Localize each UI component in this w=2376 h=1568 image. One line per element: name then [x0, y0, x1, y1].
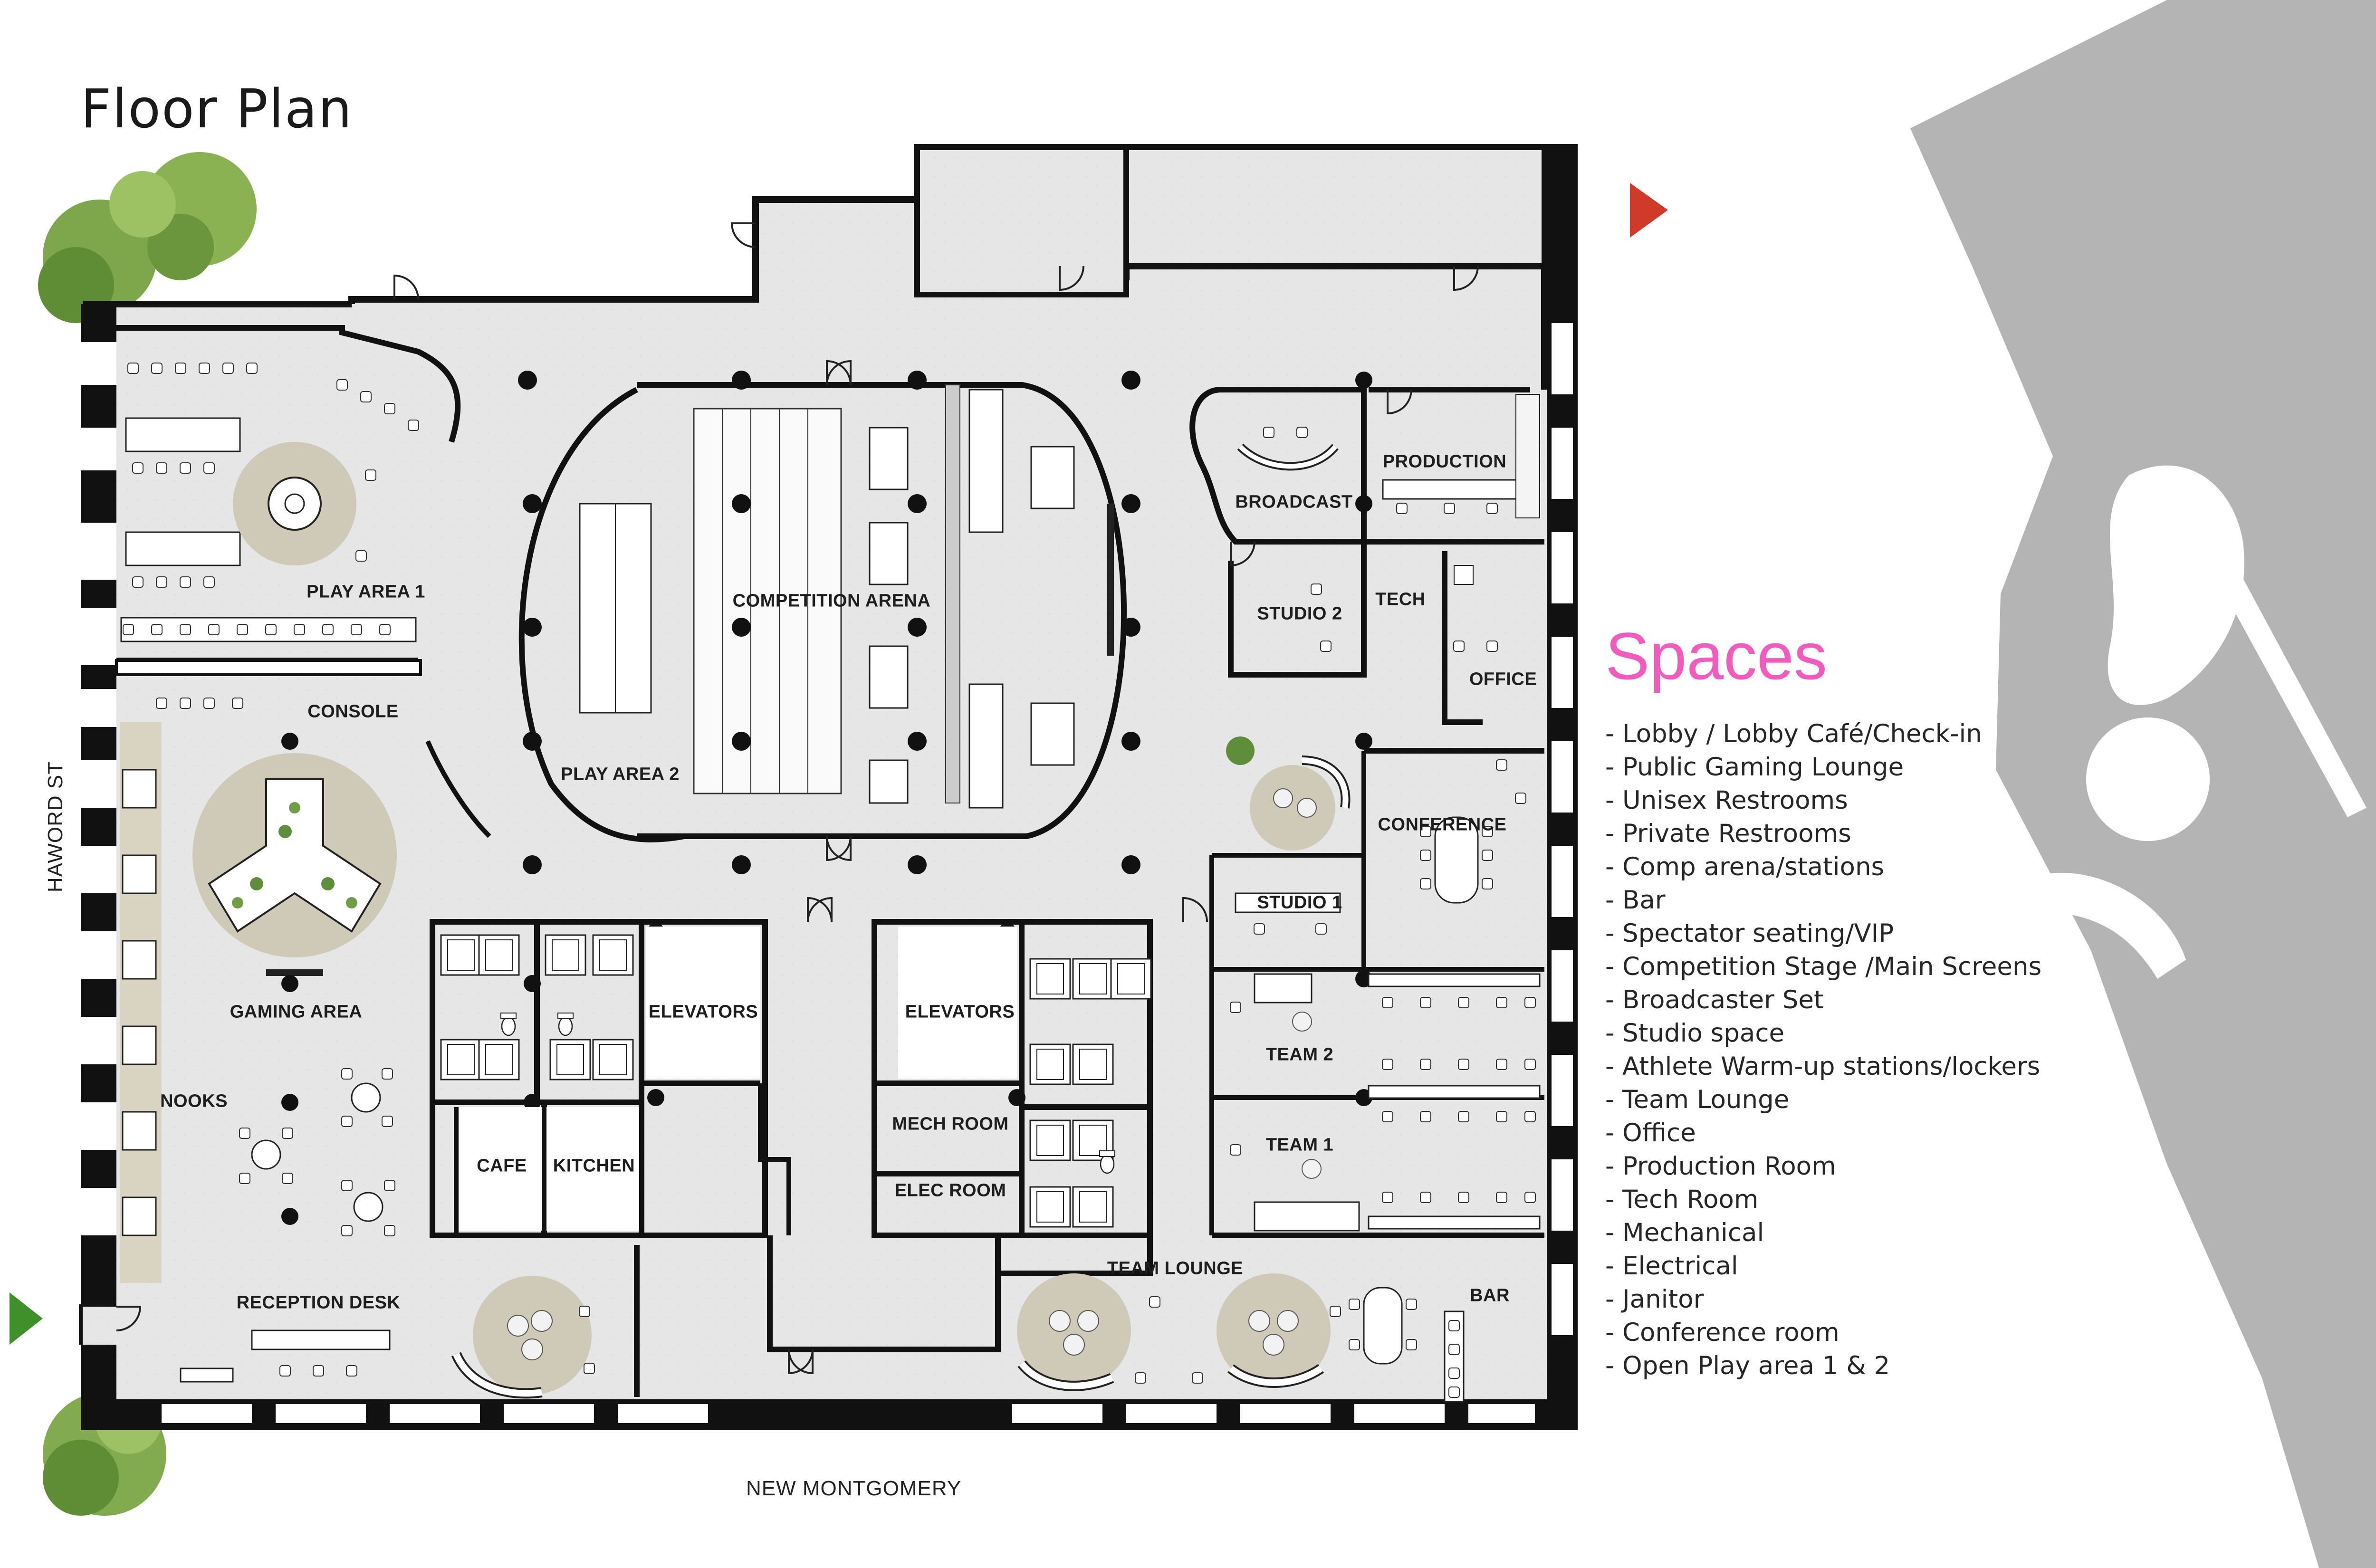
street-label-south: NEW MONTGOMERY [746, 1477, 962, 1500]
room-label-team-lounge: TEAM LOUNGE [1107, 1258, 1244, 1279]
spaces-list: - Lobby / Lobby Café/Check-in - Public G… [1605, 717, 2041, 1383]
doors [116, 222, 1479, 1375]
north-annex [914, 144, 1547, 297]
room-label-production: PRODUCTION [1382, 451, 1507, 472]
spaces-list-item: - Electrical [1605, 1252, 1738, 1281]
spaces-list-item: - Competition Stage /Main Screens [1605, 952, 2042, 981]
competition-arena [637, 382, 1127, 839]
room-label-play-area-1: PLAY AREA 1 [307, 582, 425, 602]
room-label-studio-1: STUDIO 1 [1257, 892, 1342, 913]
spaces-title: Spaces [1605, 619, 1827, 693]
gaming-area-tables [239, 1068, 395, 1236]
room-label-gaming-area: GAMING AREA [230, 1002, 363, 1022]
team-rooms [1212, 967, 1544, 1238]
nooks [120, 722, 162, 1283]
room-label-kitchen: KITCHEN [553, 1156, 635, 1176]
room-label-play-area-2: PLAY AREA 2 [561, 764, 680, 784]
spaces-list-item: - Broadcaster Set [1605, 985, 1824, 1014]
room-label-bar: BAR [1470, 1285, 1510, 1306]
team-lounge [1017, 1273, 1465, 1403]
play-area-1-seating [120, 363, 419, 709]
west-windows [81, 342, 116, 1235]
console-counter [115, 659, 422, 676]
green-entry-arrow-icon [10, 1292, 43, 1345]
abstract-logo-graphic [1910, 0, 2376, 1568]
gaming-area-pod [192, 753, 397, 976]
room-label-elevators-right: ELEVATORS [905, 1002, 1015, 1022]
room-label-reception-desk: RECEPTION DESK [236, 1292, 401, 1313]
room-label-elevators-left: ELEVATORS [648, 1002, 758, 1022]
spaces-list-item: - Public Gaming Lounge [1605, 753, 1904, 782]
room-label-office: OFFICE [1469, 669, 1537, 689]
room-label-tech: TECH [1375, 589, 1426, 610]
tree-icon [38, 152, 257, 323]
room-label-cafe: CAFE [477, 1156, 527, 1176]
room-label-team-2: TEAM 2 [1265, 1044, 1334, 1065]
spaces-list-item: - Lobby / Lobby Café/Check-in [1605, 719, 1982, 748]
spaces-list-item: - Private Restrooms [1605, 819, 1851, 848]
reception-area [79, 1245, 640, 1399]
room-label-mech-room: MECH ROOM [892, 1114, 1009, 1134]
play-area-2 [425, 387, 685, 842]
broadcast-production-block [1189, 387, 1544, 725]
spaces-list-item: - Janitor [1605, 1285, 1704, 1314]
core-walls [430, 919, 1153, 1352]
spaces-list-item: - Athlete Warm-up stations/lockers [1605, 1052, 2041, 1081]
broadcast-furniture [1237, 394, 1540, 652]
spaces-list-item: - Unisex Restrooms [1605, 786, 1848, 815]
core-fill [456, 927, 1017, 1231]
spaces-list-item: - Comp arena/stations [1605, 852, 1885, 881]
room-label-competition-arena: COMPETITION ARENA [732, 591, 931, 611]
spaces-list-item: - Spectator seating/VIP [1605, 919, 1894, 948]
spaces-list-item: - Tech Room [1605, 1185, 1759, 1214]
spaces-list-item: - Open Play area 1 & 2 [1605, 1351, 1890, 1380]
spaces-list-item: - Bar [1605, 886, 1666, 915]
south-windows [162, 1404, 1535, 1423]
room-label-studio-2: STUDIO 2 [1257, 603, 1342, 624]
spaces-list-item: - Mechanical [1605, 1218, 1764, 1247]
core-shaft-walls [454, 1083, 791, 1235]
room-label-console: CONSOLE [307, 701, 399, 722]
spaces-list-item: - Team Lounge [1605, 1085, 1790, 1114]
room-label-broadcast: BROADCAST [1235, 492, 1353, 512]
room-label-team-1: TEAM 1 [1265, 1135, 1334, 1155]
room-label-conference: CONFERENCE [1378, 814, 1507, 835]
page-title: Floor Plan [81, 78, 353, 140]
street-label-west: HAWORD ST [44, 761, 67, 893]
red-exit-arrow-icon [1630, 183, 1668, 238]
room-label-elec-room: ELEC ROOM [894, 1180, 1006, 1201]
spaces-list-item: - Studio space [1605, 1019, 1785, 1048]
spaces-list-item: - Office [1605, 1119, 1696, 1147]
room-label-nooks: NOOKS [160, 1091, 228, 1111]
spaces-list-item: - Conference room [1605, 1318, 1839, 1347]
spaces-list-item: - Production Room [1605, 1152, 1836, 1181]
east-windows [1552, 323, 1573, 1335]
